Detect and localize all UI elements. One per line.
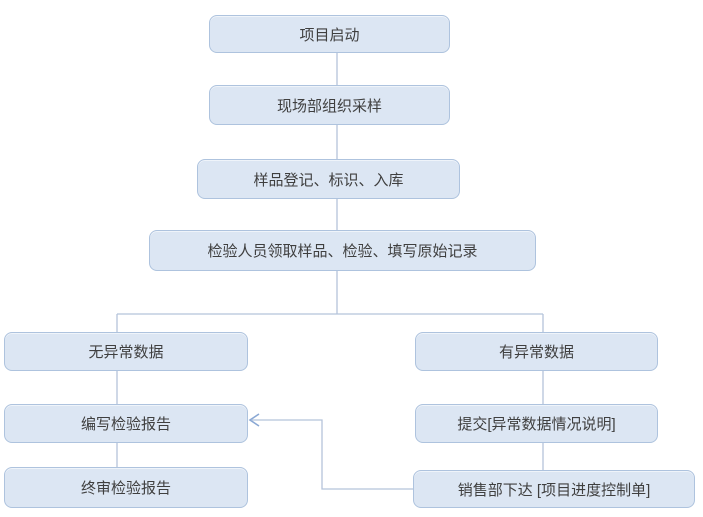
flow-node-submit-note: 提交[异常数据情况说明] bbox=[415, 404, 658, 443]
edge-sales-feedback-to-write bbox=[252, 419, 413, 490]
flow-node-sales-issue: 销售部下达 [项目进度控制单] bbox=[413, 470, 695, 508]
flow-node-write-report: 编写检验报告 bbox=[4, 404, 248, 443]
flow-node-has-abnormal: 有异常数据 bbox=[415, 332, 658, 371]
flow-node-inspect-record: 检验人员领取样品、检验、填写原始记录 bbox=[149, 230, 536, 271]
flow-node-site-sampling: 现场部组织采样 bbox=[209, 85, 450, 125]
flow-node-project-start: 项目启动 bbox=[209, 15, 450, 53]
flow-node-sample-register: 样品登记、标识、入库 bbox=[197, 159, 460, 199]
feedback-arrowhead-icon bbox=[248, 413, 260, 427]
flow-node-final-review: 终审检验报告 bbox=[4, 467, 248, 508]
flow-node-no-abnormal: 无异常数据 bbox=[4, 332, 248, 371]
